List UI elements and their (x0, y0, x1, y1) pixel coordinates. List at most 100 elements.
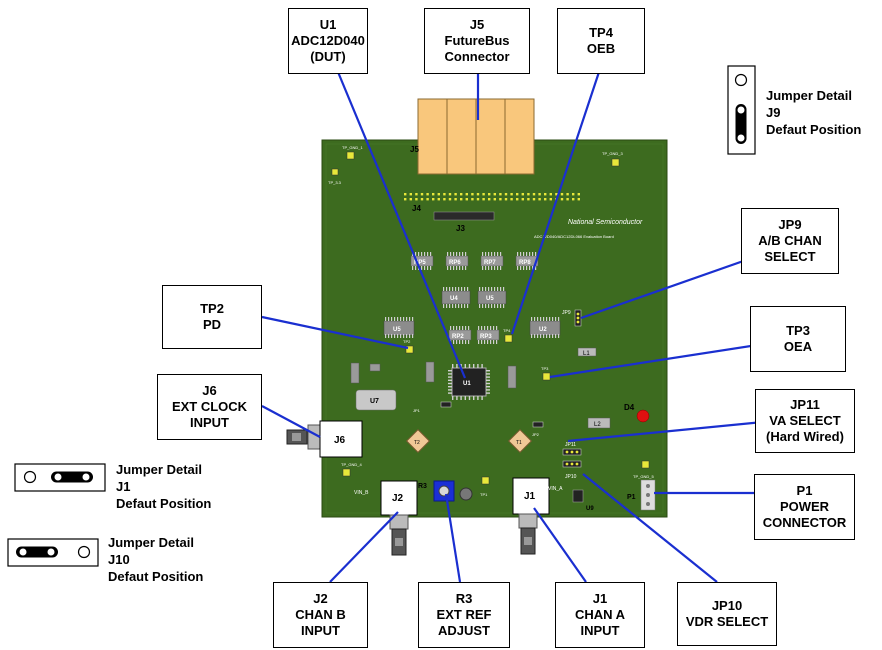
ic-pin (534, 334, 536, 338)
j6-sma-connector (286, 420, 363, 458)
tp-gnd-1-pad (346, 151, 355, 160)
j4-pin (476, 198, 480, 201)
jp9-board-label: JP9 (562, 310, 571, 316)
ic-pin (397, 334, 399, 338)
callout-tp3-line1: TP3 (786, 323, 810, 338)
j4-pin (521, 193, 524, 196)
callout-j5-line2: FutureBus (444, 33, 510, 48)
callout-r3-line3: ADJUST (437, 623, 490, 638)
u1-pin (468, 364, 471, 368)
ic-pin (531, 334, 533, 338)
callout-jp9-line1: JP9 (778, 217, 802, 232)
jp9-board-jumper (574, 309, 582, 327)
jumper-detail-j10-line3: Defaut Position (108, 569, 204, 584)
callout-u1-line2: ADC12D040 (291, 33, 365, 48)
j1-board-label: J1 (524, 491, 536, 502)
u1-pin (481, 364, 483, 368)
ic-pin (453, 252, 455, 256)
ic-pin (537, 334, 539, 338)
ic-pin (465, 340, 467, 344)
jumper-detail-j10-text: Jumper Detail J10 Defaut Position (108, 534, 203, 585)
ic-pin (555, 317, 557, 321)
rp8-label: RP8 (519, 260, 531, 266)
ic-pin (500, 287, 502, 291)
ic-pin (546, 334, 548, 338)
jumper-detail-j9-line2: J9 (766, 105, 781, 120)
tp-33-label: TP_3.3 (328, 180, 342, 185)
tp-gnd-1-label: TP_GND_1 (342, 145, 363, 150)
small-ic-left (350, 362, 360, 384)
j1-sma-connector (512, 477, 550, 555)
callout-r3: R3 EXT REF ADJUST (418, 582, 510, 648)
vin-a-label: VIN_A (548, 486, 563, 492)
ic-pin (540, 317, 542, 321)
u2-label: U2 (539, 327, 547, 333)
ic-pin (552, 334, 554, 338)
callout-j6-line2: EXT CLOCK (171, 399, 248, 414)
vin-b-label: VIN_B (354, 490, 369, 496)
j4-pin (465, 198, 468, 201)
rp6-label: RP6 (449, 260, 461, 266)
ic-pin (461, 287, 463, 291)
ic-pin (535, 252, 537, 256)
ic-pin (526, 252, 528, 256)
ic-pin (500, 304, 502, 308)
r3-board-label: R3 (418, 483, 427, 490)
ic-pin (391, 334, 393, 338)
tp2-board-label: TP2 (403, 339, 411, 344)
u1-pin (456, 364, 458, 368)
u1-pin (448, 376, 452, 378)
j4-pin (426, 198, 429, 201)
jp1-board-jumper (440, 401, 452, 408)
rp-vertical-left (425, 361, 435, 383)
callout-jp10-line1: JP10 (711, 598, 743, 613)
rp7-label: RP7 (484, 260, 496, 266)
ic-pin (412, 334, 414, 338)
ic-pin (493, 340, 495, 344)
ic-pin (523, 252, 525, 256)
jp11-board-label: JP11 (565, 442, 576, 448)
jp2-board-jumper (532, 421, 544, 428)
ic-pin (555, 334, 557, 338)
callout-j5-line1: J5 (469, 17, 485, 32)
j4-pin (521, 198, 524, 201)
j4-pin (460, 193, 463, 196)
j4-pin (577, 198, 580, 201)
ic-pin (549, 334, 551, 338)
j4-pin (504, 198, 508, 201)
ic-pin (496, 326, 498, 330)
ic-pin (487, 340, 489, 344)
ic-pin (459, 266, 461, 270)
j4-pin (544, 198, 547, 201)
j6-board-label: J6 (334, 435, 346, 446)
ic-pin (500, 252, 502, 256)
callout-jp11-line3: (Hard Wired) (766, 429, 844, 444)
j4-pin (572, 198, 575, 201)
callout-j5: J5 FutureBus Connector (424, 8, 530, 74)
jumper-detail-j9-graphic (727, 65, 756, 155)
j4-pin (549, 193, 552, 196)
ic-pin (465, 326, 467, 330)
jumper-detail-j9-line1: Jumper Detail (766, 88, 852, 103)
j4-pin (443, 198, 446, 201)
ic-pin (482, 304, 484, 308)
ic-pin (490, 340, 492, 344)
jumper-detail-j1-graphic (14, 463, 106, 492)
j4-pin (465, 193, 468, 196)
ic-pin (406, 334, 408, 338)
j4-pin (443, 193, 446, 196)
board-label-j5: J5 (410, 145, 419, 154)
j4-pin (549, 198, 552, 201)
p1-board-label: P1 (627, 494, 636, 501)
ic-pin (535, 266, 537, 270)
ic-pin (482, 287, 484, 291)
ic-pin (446, 304, 448, 308)
u1-pin (486, 376, 490, 378)
ic-pin (455, 304, 457, 308)
u1-pin (468, 396, 471, 400)
ic-pin (491, 287, 493, 291)
d4-label: D4 (624, 403, 635, 412)
ic-pin (493, 326, 495, 330)
ic-pin (447, 266, 449, 270)
